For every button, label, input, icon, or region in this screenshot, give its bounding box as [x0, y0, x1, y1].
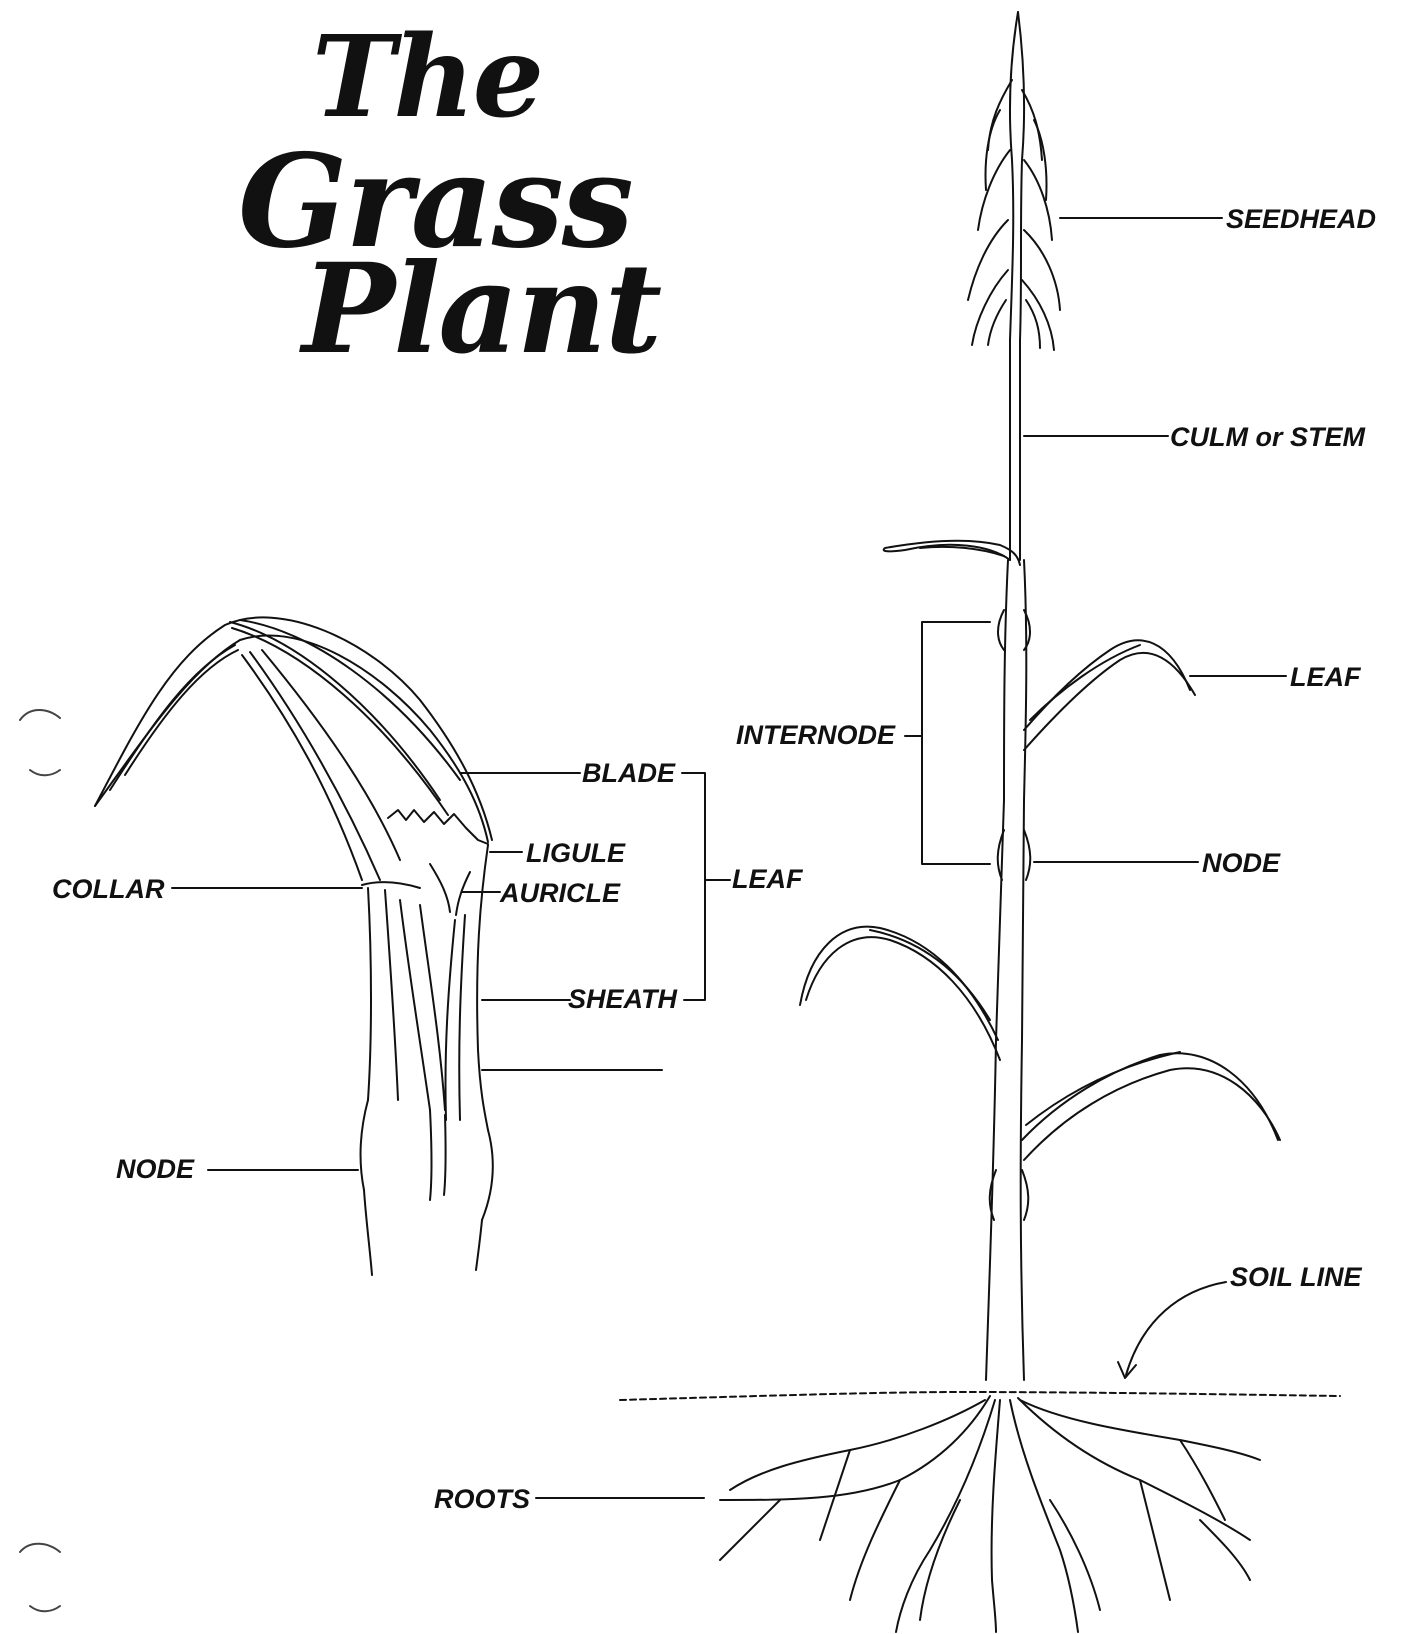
detail-ligule: [388, 810, 488, 844]
detail-node: [361, 1100, 368, 1190]
plant-leaf-1: [884, 541, 1020, 565]
label-roots: ROOTS: [434, 1486, 530, 1513]
label-auricle: AURICLE: [500, 880, 620, 907]
label-plant-node: NODE: [1202, 850, 1280, 877]
detail-auricle: [430, 864, 450, 912]
detail-collar: [362, 882, 420, 888]
binder-hole-bottom: [20, 1544, 60, 1612]
soil-line-arrow: [1126, 1282, 1226, 1375]
label-ligule: LIGULE: [526, 840, 625, 867]
label-internode: INTERNODE: [736, 722, 895, 749]
binder-holes: [20, 710, 60, 1611]
label-node-detail: NODE: [116, 1156, 194, 1183]
label-collar: COLLAR: [52, 876, 164, 903]
label-leaf-detail: LEAF: [732, 866, 803, 893]
label-seedhead: SEEDHEAD: [1226, 206, 1376, 233]
plant-node-lower: [990, 1170, 1029, 1220]
label-soil-line: SOIL LINE: [1230, 1264, 1362, 1291]
plant-leaf-4: [1022, 1053, 1278, 1140]
label-sheath: SHEATH: [568, 986, 677, 1013]
plant-roots: [720, 1396, 1260, 1632]
label-culm: CULM or STEM: [1170, 424, 1365, 451]
whole-plant-illustration: [620, 12, 1340, 1632]
whole-plant-leaders: [536, 218, 1286, 1498]
detail-sheath: [368, 888, 371, 1100]
plant-leaf-2: [1024, 640, 1190, 730]
plant-seedhead: [968, 12, 1060, 350]
plant-soil-line: [620, 1392, 1340, 1400]
leaf-bracket: [682, 773, 705, 1000]
binder-hole-top: [20, 710, 60, 775]
label-plant-leaf: LEAF: [1290, 664, 1361, 691]
label-blade: BLADE: [582, 760, 675, 787]
internode-bracket: [922, 622, 990, 864]
